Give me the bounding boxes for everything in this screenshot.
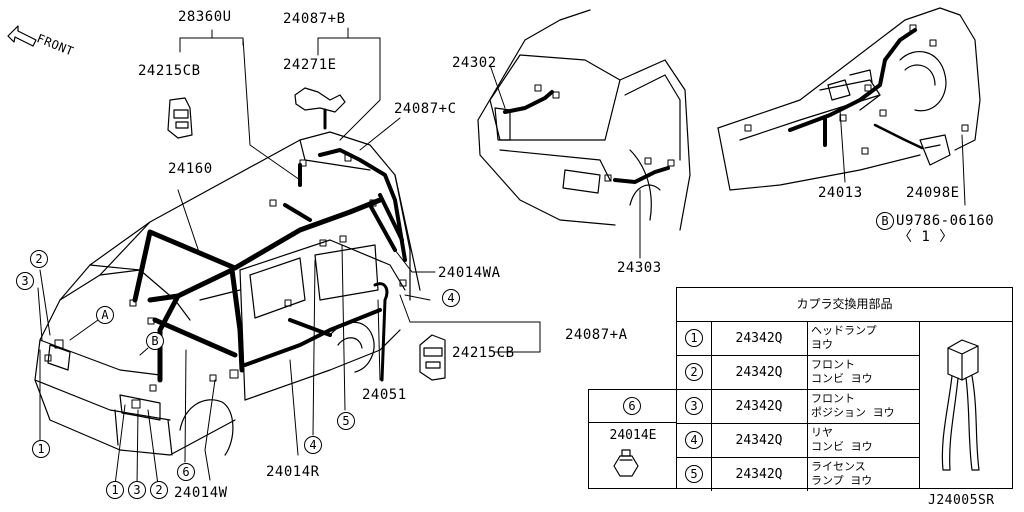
table-row: 1 24342Q ヘッドランプヨウ (677, 322, 919, 356)
label-24302: 24302 (452, 55, 497, 71)
harness-roof-upper (283, 148, 407, 262)
callout-3-left: 3 (16, 272, 34, 290)
harness-24302 (503, 90, 554, 114)
label-24087A: 24087+A (565, 327, 628, 343)
label-28360U: 28360U (178, 9, 232, 25)
row-part: 24342Q (711, 322, 808, 355)
label-24014W: 24014W (174, 485, 228, 501)
harness-24051 (373, 282, 389, 382)
callout-1-bottom: 1 (106, 481, 124, 499)
side-part: 24014E (609, 428, 657, 443)
dashboard-inset (717, 7, 981, 191)
row-desc-line1: フロント (811, 392, 855, 405)
harness-24098E (873, 123, 924, 150)
label-24098E: 24098E (906, 185, 960, 201)
table-row: 5 24342Q ライセンスランプ ヨウ (677, 458, 919, 491)
row-number: 1 (685, 329, 703, 347)
connector-illustration-icon (941, 339, 980, 471)
row-desc-line1: ヘッドランプ (811, 324, 877, 337)
table-title: カプラ交換用部品 (677, 288, 1012, 322)
row-number: 3 (685, 397, 703, 415)
label-24215CB-top: 24215CB (138, 63, 201, 79)
callout-2-bottom: 2 (150, 481, 168, 499)
callout-a: A (96, 306, 114, 324)
row-desc-line1: ライセンス (811, 460, 866, 473)
connector-replacement-table: カプラ交換用部品 1 24342Q ヘッドランプヨウ 2 24342Q フロント… (676, 287, 1013, 491)
table-row: 4 24342Q リヤコンビ ヨウ (677, 424, 919, 458)
label-24087C: 24087+C (394, 101, 457, 117)
row-desc-line2: コンビ ヨウ (811, 372, 873, 385)
side-table: 6 24014E (588, 389, 677, 489)
row-desc-line1: フロント (811, 358, 855, 371)
row-desc-line1: リヤ (811, 426, 833, 439)
row-desc-line2: コンビ ヨウ (811, 440, 873, 453)
callout-3-bottom: 3 (128, 481, 146, 499)
label-24014WA: 24014WA (438, 265, 501, 281)
harness-24160 (132, 197, 383, 383)
callout-4-van: 4 (304, 436, 322, 454)
label-24014R: 24014R (266, 464, 320, 480)
callout-b-bolt: B (876, 212, 894, 230)
label-24051: 24051 (362, 387, 407, 403)
callout-1-left: 1 (32, 440, 50, 458)
callout-6-van: 6 (177, 463, 195, 481)
harness-24013 (788, 28, 917, 147)
row-part: 24342Q (711, 356, 808, 389)
row-desc-line2: ヨウ (811, 338, 833, 351)
label-24013: 24013 (818, 185, 863, 201)
label-bolt-qty: 〈 1 〉 (898, 229, 954, 245)
row-part: 24342Q (711, 424, 808, 457)
label-24215CB-mid: 24215CB (452, 345, 515, 361)
side-table-top-cell: 6 (589, 390, 677, 423)
clip-24014E-icon (613, 449, 639, 477)
row-number: 5 (685, 465, 703, 483)
table-row: 3 24342Q フロントポジション ヨウ (677, 390, 919, 424)
row-number: 2 (685, 363, 703, 381)
van-body (34, 131, 421, 456)
van-connectors (44, 154, 407, 409)
front-arrow-icon (7, 25, 37, 47)
harness-24014R (243, 308, 382, 367)
leader-lines (37, 27, 541, 486)
label-24087B: 24087+B (283, 11, 346, 27)
part-24271E (294, 87, 346, 130)
table-image-divider (919, 322, 920, 488)
side-number: 6 (623, 397, 641, 415)
callout-2-left: 2 (30, 250, 48, 268)
rear-view-inset (477, 9, 691, 231)
callout-b: B (146, 332, 164, 350)
callout-4-right: 4 (442, 289, 460, 307)
diagram-code: J24005SR (928, 493, 995, 508)
row-number: 4 (685, 431, 703, 449)
row-desc-line2: ランプ ヨウ (811, 474, 873, 487)
part-24215CB-mid (419, 334, 446, 381)
label-24160: 24160 (168, 161, 213, 177)
table-row: 2 24342Q フロントコンビ ヨウ (677, 356, 919, 390)
row-part: 24342Q (711, 458, 808, 491)
label-24271E: 24271E (283, 57, 337, 73)
callout-5-van: 5 (337, 412, 355, 430)
row-desc-line2: ポジション ヨウ (811, 406, 895, 419)
harness-24303 (613, 166, 670, 184)
label-24303: 24303 (617, 260, 662, 276)
part-24215CB-top (167, 97, 193, 139)
row-part: 24342Q (711, 390, 808, 423)
